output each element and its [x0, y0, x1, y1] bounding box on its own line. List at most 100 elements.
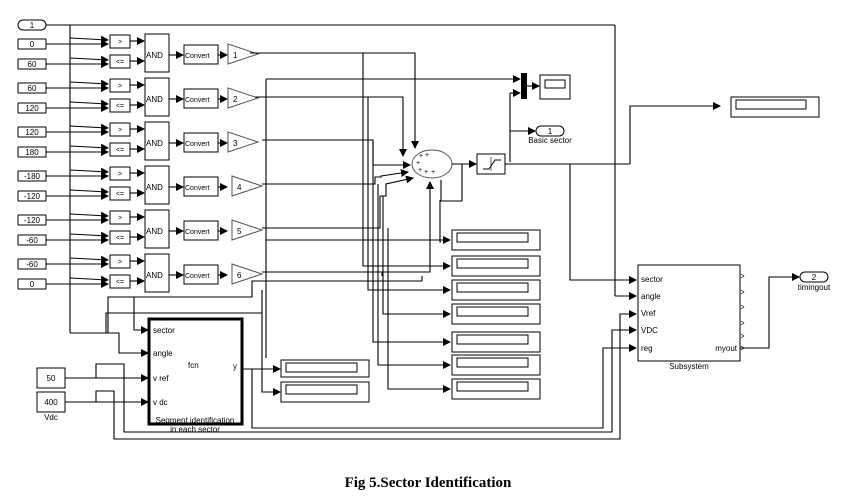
greater-than-block[interactable]: >	[109, 166, 131, 181]
saturation-block[interactable]	[476, 153, 506, 175]
gain-block[interactable]: 1	[227, 43, 260, 65]
svg-text:AND: AND	[146, 51, 163, 60]
svg-text:fcn: fcn	[188, 361, 199, 370]
svg-text:120: 120	[25, 128, 39, 137]
display-2[interactable]	[451, 255, 541, 277]
svg-text:>: >	[118, 127, 122, 134]
display-fcn-out-2[interactable]	[280, 381, 370, 403]
sector-row-1: 0 >60 <= AND Convert 1	[17, 33, 260, 73]
less-equal-block[interactable]: <=	[109, 142, 131, 157]
less-equal-block[interactable]: <=	[109, 230, 131, 245]
display-1[interactable]	[451, 229, 541, 251]
svg-text:+: +	[416, 160, 420, 167]
mux-block[interactable]	[521, 73, 527, 99]
constant-5[interactable]: 180	[17, 146, 47, 158]
greater-than-block[interactable]: >	[109, 254, 131, 269]
convert-block[interactable]: Convert	[183, 88, 219, 109]
svg-text:Convert: Convert	[185, 229, 210, 236]
fcn-segment-block[interactable]: sector angle v ref v dc fcn y	[147, 317, 244, 426]
svg-text:3: 3	[233, 139, 238, 148]
and-block[interactable]: AND	[144, 165, 170, 205]
constant-vdc[interactable]: 400	[36, 391, 66, 413]
less-equal-block[interactable]: <=	[109, 98, 131, 113]
gain-block[interactable]: 6	[231, 263, 264, 285]
svg-text:AND: AND	[146, 227, 163, 236]
scope-block[interactable]	[539, 74, 571, 100]
and-block[interactable]: AND	[144, 77, 170, 117]
svg-text:AND: AND	[146, 139, 163, 148]
convert-block[interactable]: Convert	[183, 132, 219, 153]
vdc-label: Vdc	[44, 413, 58, 422]
display-7[interactable]	[451, 378, 541, 400]
timingout-label: timingout	[798, 283, 831, 292]
gain-block[interactable]: 2	[227, 87, 260, 109]
fcn-title-2: in each sector	[170, 425, 220, 434]
and-block[interactable]: AND	[144, 33, 170, 73]
constant-0[interactable]: 0	[17, 38, 47, 50]
constant-4[interactable]: 120	[17, 126, 47, 138]
less-equal-block[interactable]: <=	[109, 54, 131, 69]
constant-3[interactable]: 120	[17, 102, 47, 114]
display-4[interactable]	[451, 303, 541, 325]
convert-block[interactable]: Convert	[183, 44, 219, 65]
sum-block[interactable]: + + + + + +	[411, 149, 453, 179]
less-equal-block[interactable]: <=	[109, 186, 131, 201]
constant-vref[interactable]: 50	[36, 367, 66, 389]
svg-text:2: 2	[233, 95, 238, 104]
outport-basic-sector[interactable]: 1	[535, 125, 565, 137]
sector-row-2: 60 >120 <= AND Convert 2	[17, 77, 260, 117]
constant-10[interactable]: -60	[17, 258, 47, 270]
greater-than-block[interactable]: >	[109, 122, 131, 137]
svg-text:+: +	[431, 169, 435, 176]
display-3[interactable]	[451, 279, 541, 301]
display-fcn-out[interactable]	[280, 359, 370, 378]
svg-text:1: 1	[30, 21, 35, 30]
greater-than-block[interactable]: >	[109, 78, 131, 93]
svg-text:>: >	[118, 83, 122, 90]
gain-block[interactable]: 5	[231, 219, 264, 241]
figure-caption: Fig 5.Sector Identification	[344, 475, 512, 491]
svg-text:1: 1	[548, 127, 553, 136]
subsystem-block[interactable]: sector angle Vref VDC reg myout	[637, 264, 745, 362]
convert-block[interactable]: Convert	[183, 176, 219, 197]
constant-8[interactable]: -120	[17, 214, 47, 226]
constant-6[interactable]: -180	[17, 170, 47, 182]
svg-text:180: 180	[25, 148, 39, 157]
svg-text:AND: AND	[146, 271, 163, 280]
svg-text:Convert: Convert	[185, 97, 210, 104]
and-block[interactable]: AND	[144, 253, 170, 293]
greater-than-block[interactable]: >	[109, 34, 131, 49]
gain-block[interactable]: 4	[231, 175, 264, 197]
svg-text:angle: angle	[641, 292, 661, 301]
svg-text:sector: sector	[153, 326, 175, 335]
convert-block[interactable]: Convert	[183, 220, 219, 241]
svg-text:120: 120	[25, 104, 39, 113]
svg-text:50: 50	[47, 374, 56, 383]
svg-text:400: 400	[44, 398, 58, 407]
inport-angle[interactable]: 1	[17, 19, 47, 31]
constant-11[interactable]: 0	[17, 278, 47, 290]
sector-row-3: 120 >180 <= AND Convert 3	[17, 121, 260, 161]
display-6[interactable]	[451, 354, 541, 376]
display-sector[interactable]	[730, 96, 820, 118]
svg-text:-120: -120	[24, 192, 41, 201]
convert-block[interactable]: Convert	[183, 264, 219, 285]
svg-text:Convert: Convert	[185, 185, 210, 192]
outport-timingout[interactable]: 2	[799, 271, 829, 283]
and-block[interactable]: AND	[144, 121, 170, 161]
svg-text:v ref: v ref	[153, 374, 169, 383]
gain-block[interactable]: 3	[227, 131, 260, 153]
constant-7[interactable]: -120	[17, 190, 47, 202]
constant-2[interactable]: 60	[17, 82, 47, 94]
constant-9[interactable]: -60	[17, 234, 47, 246]
and-block[interactable]: AND	[144, 209, 170, 249]
greater-than-block[interactable]: >	[109, 210, 131, 225]
svg-text:sector: sector	[641, 275, 663, 284]
svg-text:y: y	[233, 362, 237, 371]
svg-text:-180: -180	[24, 172, 41, 181]
display-5[interactable]	[451, 331, 541, 353]
less-equal-block[interactable]: <=	[109, 274, 131, 289]
svg-text:60: 60	[28, 60, 37, 69]
constant-1[interactable]: 60	[17, 58, 47, 70]
